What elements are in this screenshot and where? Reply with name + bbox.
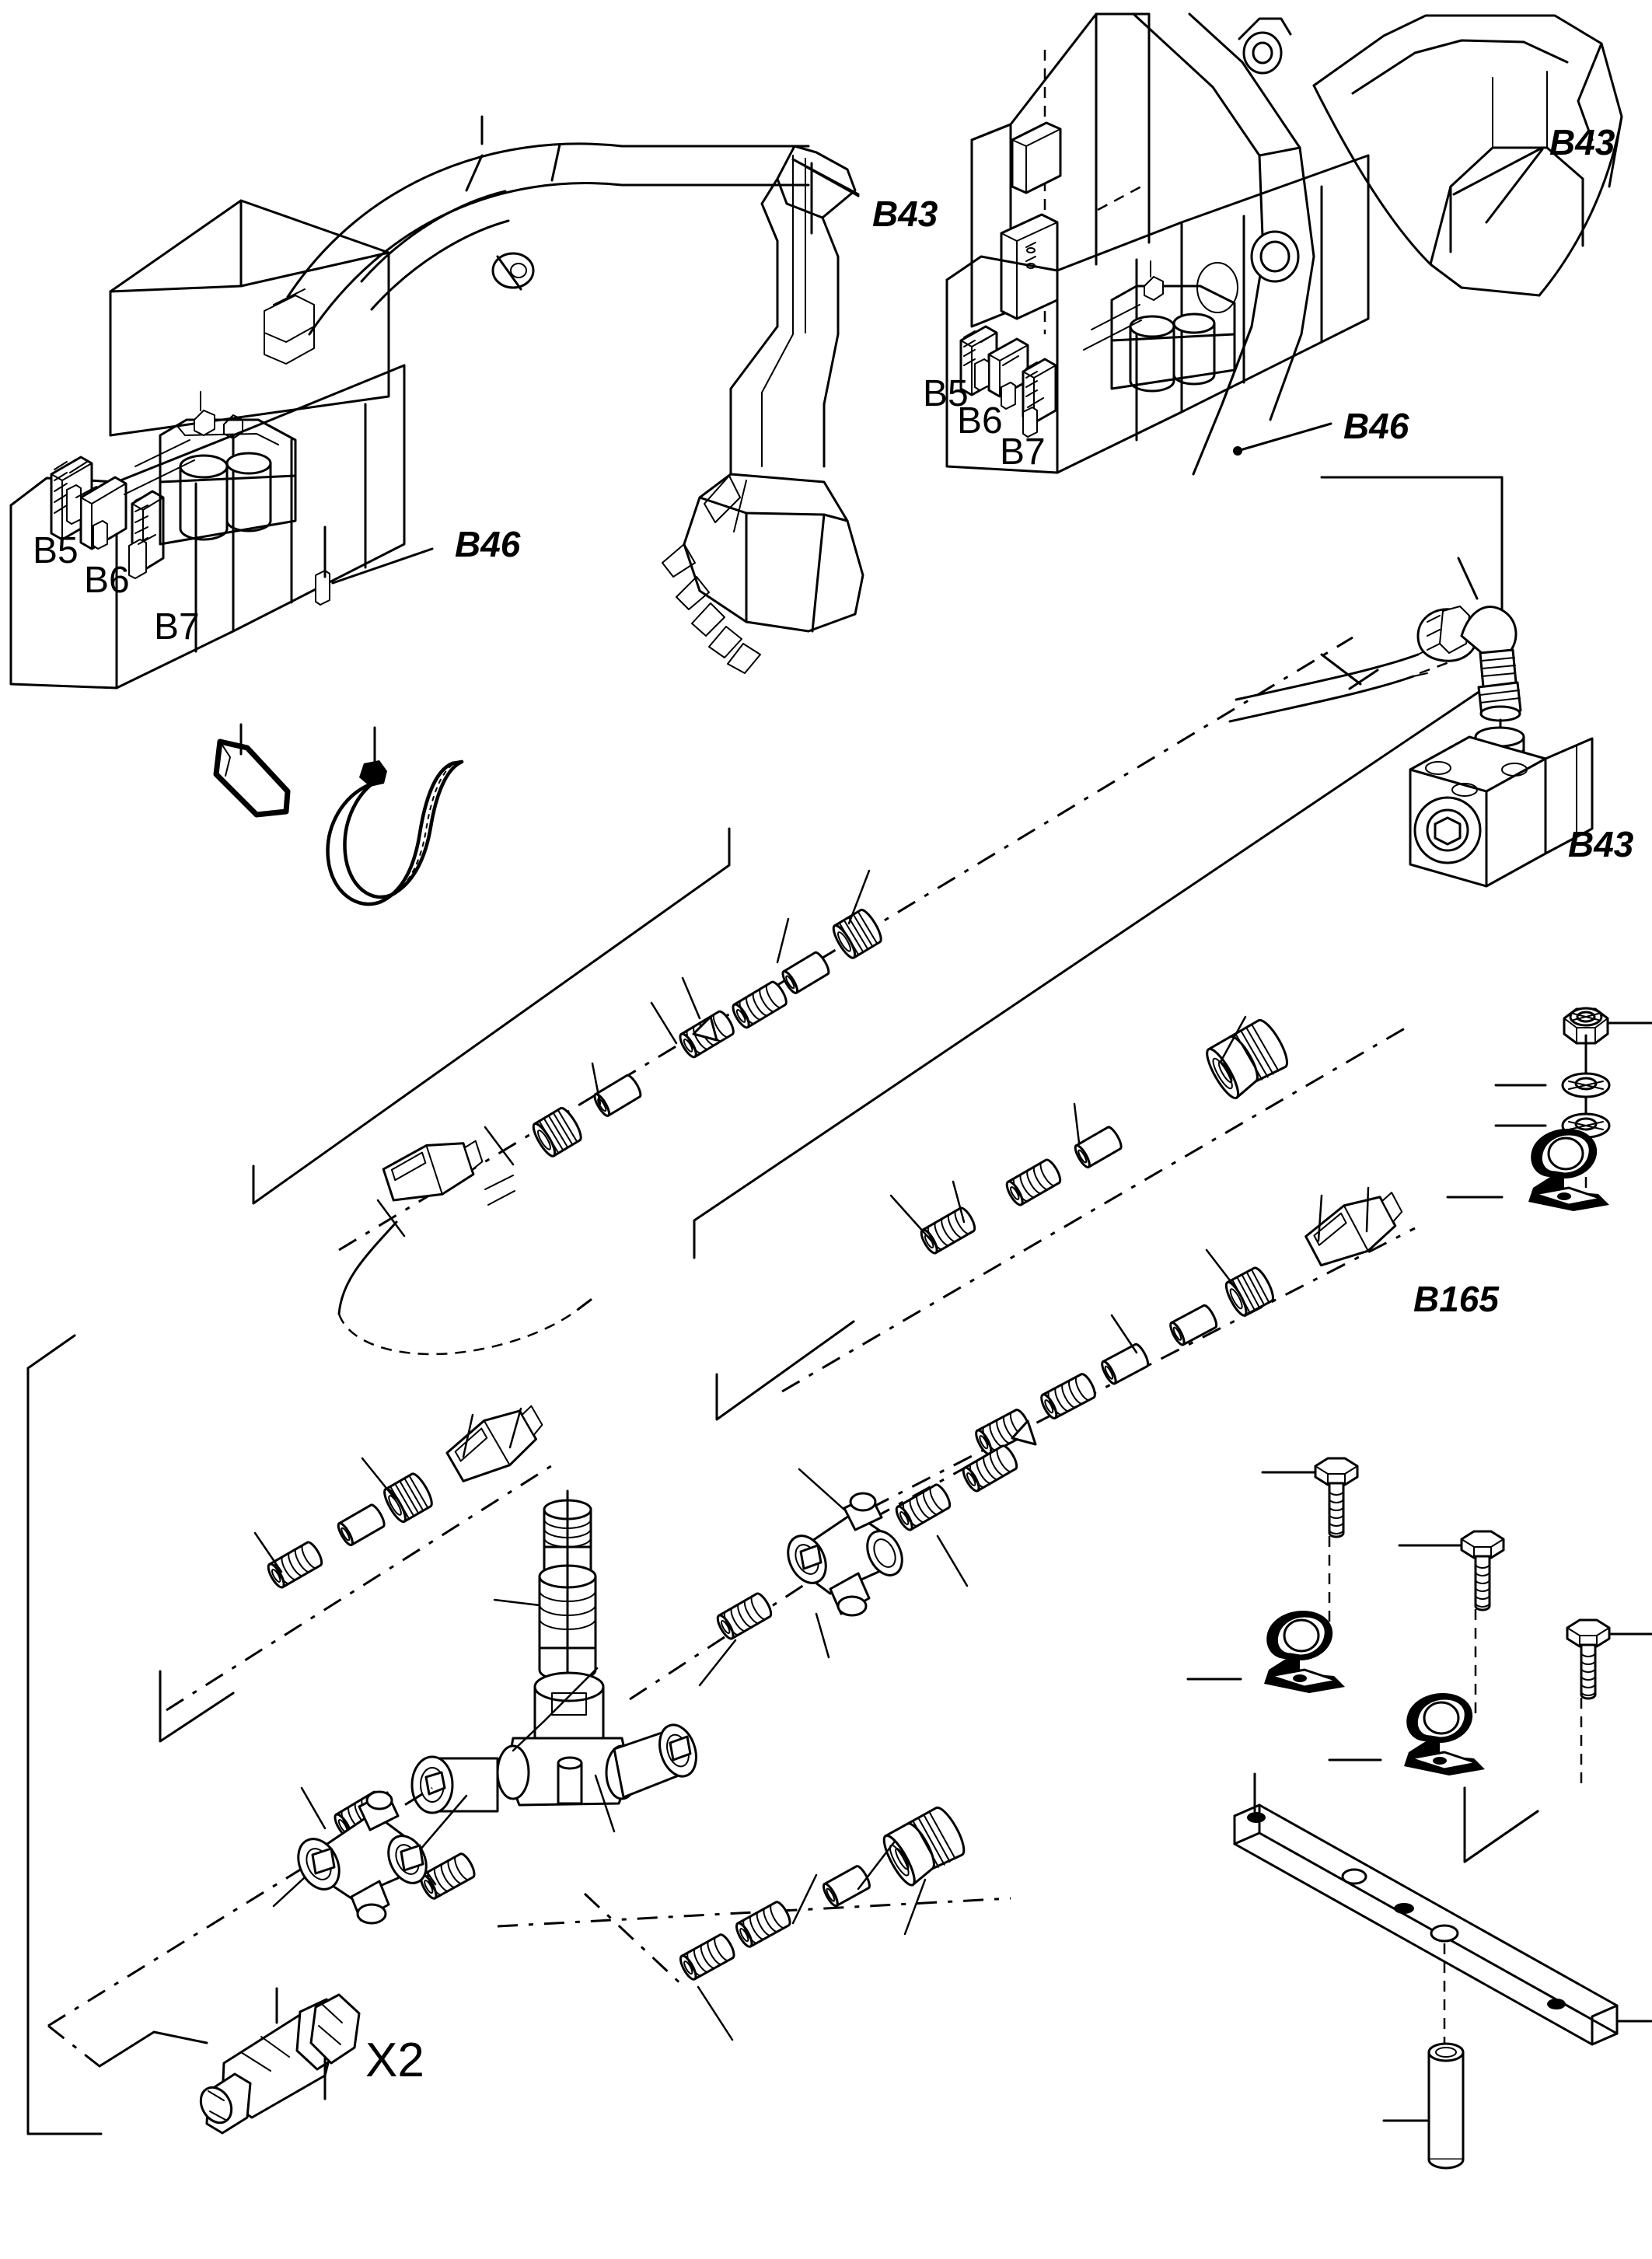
excavator-machine-left <box>9 115 864 690</box>
callout-b7-left-machine: B7 <box>154 606 200 648</box>
callout-b7-right-machine: B7 <box>1000 431 1046 473</box>
callout-b43-valve-block: B43 <box>1568 824 1634 864</box>
valve-block-b43 <box>1228 557 1594 888</box>
lower-left-run <box>47 1786 433 2135</box>
group-frame-clamp-bracket <box>1463 1786 1539 1863</box>
connector-assembly-b165 <box>781 1015 1416 1510</box>
group-frame-upper-right <box>693 476 1504 1259</box>
cable-tie <box>326 726 464 906</box>
callout-b43-left-machine: B43 <box>872 194 938 234</box>
callout-b46-left-machine: B46 <box>455 524 521 564</box>
callout-b165-connector: B165 <box>1413 1279 1499 1319</box>
mounting-strap <box>1233 1772 1652 2170</box>
coupler-x2 <box>199 1987 361 2135</box>
group-frame-mid-right <box>715 1320 855 1421</box>
relay-cluster-left <box>50 456 165 579</box>
mid-right-cross-fitting <box>629 1442 1021 1701</box>
callout-quantity-x2: X2 <box>365 2034 424 2087</box>
callout-b6-right-machine: B6 <box>957 400 1003 442</box>
p-clamp-group <box>1186 1007 1652 1863</box>
excavator-machine-right <box>945 12 1623 476</box>
group-frame-mid-left <box>159 1670 235 1743</box>
connector-assembly-upper <box>337 636 1353 1356</box>
callout-b43-right-machine: B43 <box>1549 122 1615 162</box>
callout-b46-right-machine: B46 <box>1343 406 1409 446</box>
group-frame-middle <box>252 827 731 1205</box>
manifold-cylinders-right <box>1083 260 1236 393</box>
callout-b6-left-machine: B6 <box>84 560 130 601</box>
lower-cross-fitting <box>297 1786 428 1925</box>
callout-b5-left-machine: B5 <box>33 530 79 571</box>
group-frame-lower-left <box>26 1334 103 2135</box>
lower-middle-run <box>403 1803 1011 2041</box>
relay-cluster-right <box>959 325 1057 438</box>
cartridge-valve-and-tee <box>410 1489 697 1852</box>
callout-b5-right-machine: B5 <box>923 373 969 414</box>
protective-sleeve <box>213 723 291 818</box>
middle-left-run <box>166 1395 554 1712</box>
manifold-cylinders-left <box>124 391 297 546</box>
